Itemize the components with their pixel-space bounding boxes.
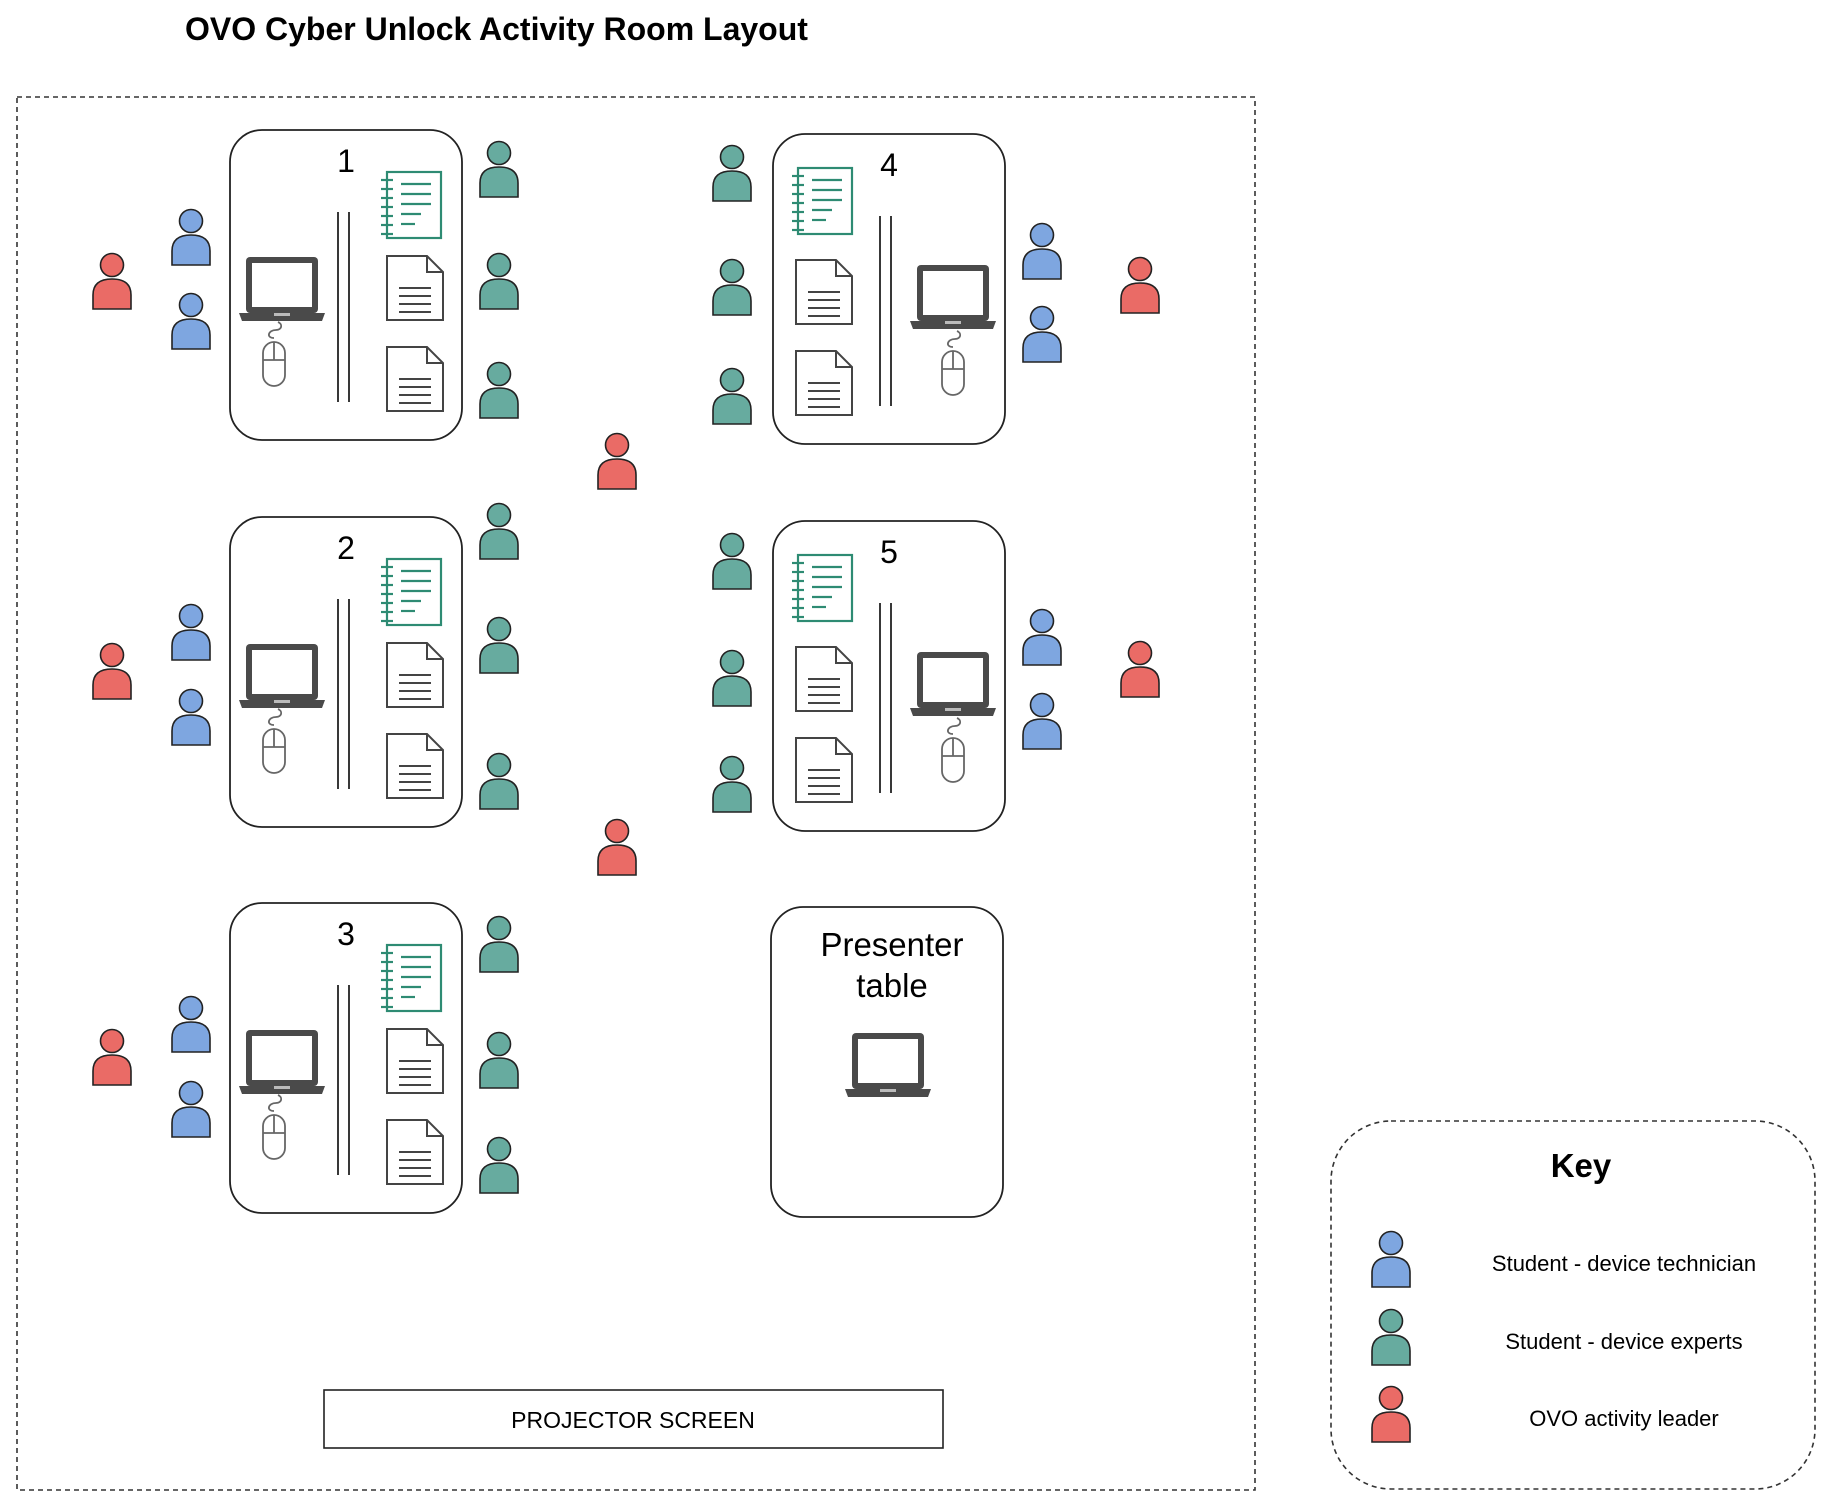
table-5: 5 — [772, 520, 1006, 832]
device-expert-icon — [479, 502, 519, 560]
activity-leader-icon — [92, 1028, 132, 1086]
tables-layer: 1 2 3 4 5 — [229, 129, 1006, 1214]
projector-screen-label: PROJECTOR SCREEN — [511, 1407, 755, 1433]
key-entry-label: OVO activity leader — [1529, 1406, 1719, 1431]
device-expert-icon — [479, 1136, 519, 1194]
table-number: 3 — [337, 916, 355, 952]
diagram-title: OVO Cyber Unlock Activity Room Layout — [185, 11, 808, 47]
device-technician-icon — [1022, 608, 1062, 666]
device-expert-icon — [712, 649, 752, 707]
presenter-laptop-icon — [845, 1033, 931, 1097]
activity-leader-icon — [92, 252, 132, 310]
key-entry-label: Student - device experts — [1505, 1329, 1742, 1354]
device-expert-icon — [712, 367, 752, 425]
key-entry: Student - device technician — [1371, 1230, 1756, 1288]
activity-leader-icon — [92, 642, 132, 700]
device-expert-icon — [712, 532, 752, 590]
room-boundary — [16, 96, 1256, 1491]
presenter-table: Presenter table — [770, 906, 1004, 1218]
activity-leader-icon — [1120, 256, 1160, 314]
laptop-icon — [910, 265, 996, 329]
device-expert-icon — [479, 752, 519, 810]
table-3: 3 — [229, 902, 463, 1214]
device-technician-icon — [1022, 222, 1062, 280]
table-4: 4 — [772, 133, 1006, 445]
device-expert-icon — [479, 616, 519, 674]
key-entry-label: Student - device technician — [1492, 1251, 1756, 1276]
key-entry: Student - device experts — [1371, 1308, 1743, 1366]
activity-leader-icon — [1120, 640, 1160, 698]
presenter-table-label-line1: Presenter — [820, 926, 963, 963]
presenter-table-label-line2: table — [856, 967, 928, 1004]
device-expert-icon — [712, 755, 752, 813]
laptop-icon — [239, 644, 325, 708]
device-expert-icon — [479, 1031, 519, 1089]
device-expert-icon — [479, 361, 519, 419]
table-1: 1 — [229, 129, 463, 441]
table-number: 4 — [880, 147, 898, 183]
device-technician-icon — [171, 292, 211, 350]
device-technician-icon — [1022, 305, 1062, 363]
device-technician-icon — [171, 995, 211, 1053]
device-technician-icon — [171, 603, 211, 661]
key-title: Key — [1551, 1147, 1612, 1184]
device-expert-icon — [712, 144, 752, 202]
table-2: 2 — [229, 516, 463, 828]
table-number: 5 — [880, 534, 898, 570]
laptop-icon — [239, 257, 325, 321]
device-technician-icon — [1022, 692, 1062, 750]
device-technician-icon — [171, 208, 211, 266]
projector-screen: PROJECTOR SCREEN — [323, 1389, 944, 1449]
table-number: 2 — [337, 530, 355, 566]
device-expert-icon — [479, 252, 519, 310]
device-technician-icon — [171, 1080, 211, 1138]
activity-leader-icon — [597, 818, 637, 876]
laptop-icon — [239, 1030, 325, 1094]
activity-leader-icon — [597, 432, 637, 490]
device-expert-icon — [479, 915, 519, 973]
laptop-icon — [910, 652, 996, 716]
device-technician-icon — [171, 688, 211, 746]
device-expert-icon — [479, 140, 519, 198]
device-expert-icon — [712, 258, 752, 316]
key-entry: OVO activity leader — [1371, 1385, 1719, 1443]
table-number: 1 — [337, 143, 355, 179]
